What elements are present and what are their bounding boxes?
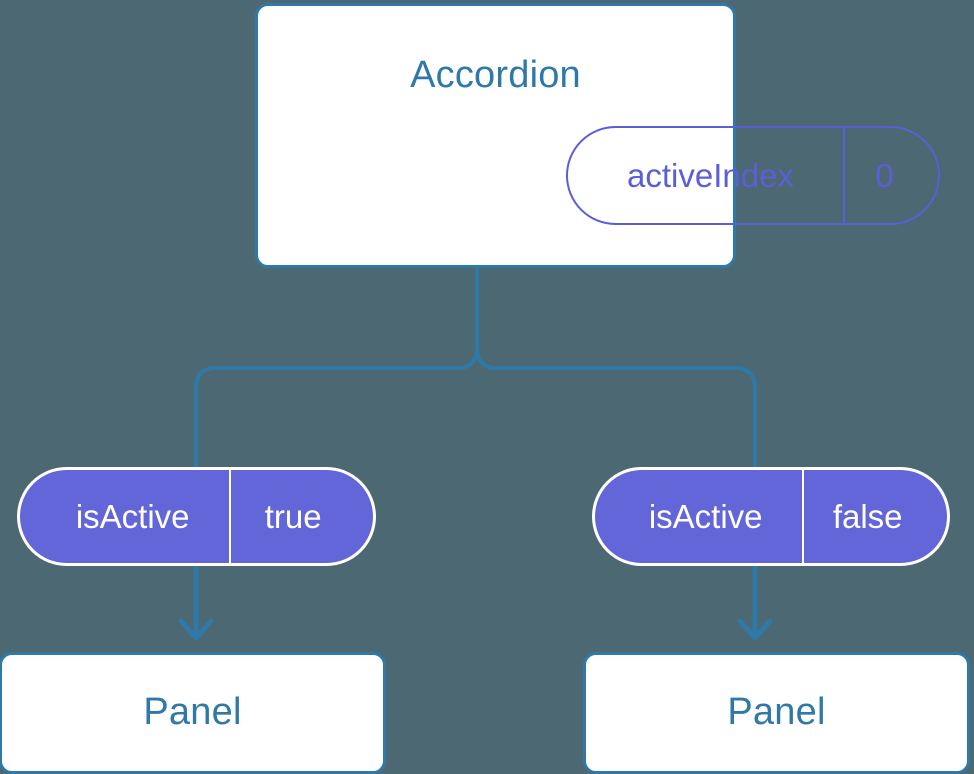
- prop-key-is-active-left: isActive: [75, 498, 190, 535]
- node-accordion[interactable]: Accordion activeIndex 0: [255, 3, 940, 268]
- arrow-right-prop-to-panel: [737, 560, 773, 641]
- prop-key-is-active-right: isActive: [648, 498, 763, 535]
- prop-pill-active-index[interactable]: activeIndex 0: [566, 126, 940, 225]
- prop-key-active-index: activeIndex: [626, 157, 794, 194]
- panel-right-title: Panel: [727, 691, 826, 733]
- node-panel-right[interactable]: Panel: [583, 652, 970, 774]
- prop-pill-is-active-true[interactable]: isActive true: [17, 467, 376, 566]
- edge-accordion-to-children: [194, 265, 479, 472]
- prop-value-active-index: 0: [842, 128, 938, 223]
- prop-value-is-active-left: true: [229, 470, 373, 563]
- prop-value-is-active-right: false: [802, 470, 947, 563]
- accordion-title: Accordion: [410, 54, 581, 96]
- prop-pill-is-active-false[interactable]: isActive false: [592, 467, 950, 566]
- panel-left-title: Panel: [143, 691, 242, 733]
- edge-accordion-to-child-right: [475, 265, 757, 472]
- node-panel-left[interactable]: Panel: [0, 652, 386, 774]
- arrow-left-prop-to-panel: [178, 560, 214, 641]
